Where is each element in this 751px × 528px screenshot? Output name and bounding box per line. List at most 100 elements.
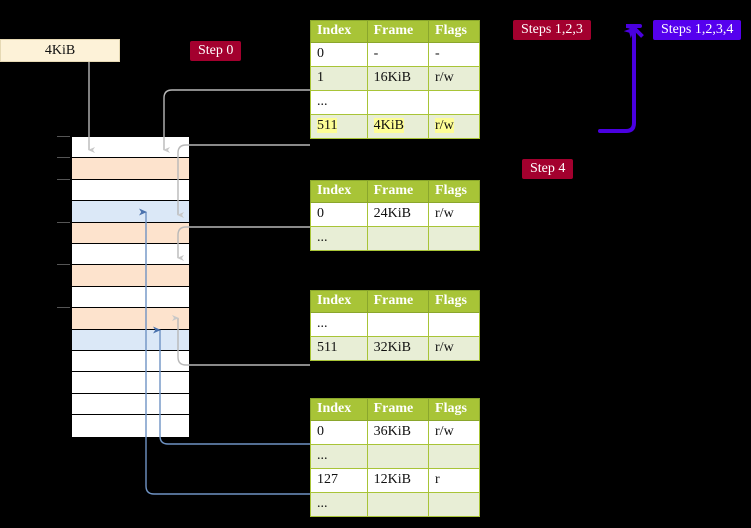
wire-t0-row511-to-memory (177, 144, 310, 218)
cell-text: r/w (435, 70, 454, 85)
column-header-flags: Flags (428, 180, 480, 203)
cell-text: r/w (435, 118, 454, 133)
cell-text: 1 (317, 70, 324, 85)
cell-text: 32KiB (373, 340, 411, 355)
memory-scale-tick (57, 157, 70, 159)
badge-label: Step 0 (198, 43, 234, 58)
table-cell (366, 226, 430, 251)
table-cell: ... (310, 226, 368, 251)
table-cell: 36KiB (366, 420, 430, 445)
table-cell: - (366, 42, 430, 67)
table-row[interactable]: ... (310, 226, 480, 251)
table-cell: 1 (310, 66, 368, 91)
memory-frame-row (72, 329, 189, 351)
table-cell: 4KiB (366, 114, 430, 139)
memory-frame-row (72, 137, 189, 159)
column-header-frame: Frame (366, 180, 430, 203)
cell-text: ... (317, 230, 328, 245)
cell-text: 4KiB (373, 118, 404, 133)
table-row[interactable]: 1 16KiB r/w (310, 66, 480, 91)
cell-text: 16KiB (373, 70, 411, 85)
table-cell: r (428, 468, 480, 493)
memory-scale-tick (57, 307, 70, 309)
table-row[interactable]: 0 36KiB r/w (310, 420, 480, 445)
memory-frame-row (72, 393, 189, 416)
table-cell (428, 492, 480, 517)
cell-text: 511 (317, 118, 338, 133)
table-cell (428, 226, 480, 251)
memory-frame-row (72, 286, 189, 309)
column-header-index: Index (310, 180, 368, 203)
table-cell: r/w (428, 202, 480, 227)
cell-text: 0 (317, 424, 324, 439)
cell-text: ... (317, 316, 328, 331)
cell-text: 0 (317, 46, 324, 61)
memory-scale-tick (57, 178, 70, 180)
memory-frame-row (72, 372, 189, 394)
memory-scale-tick (57, 264, 70, 266)
table-row[interactable]: 511 4KiB r/w (310, 114, 480, 139)
table-cell: ... (310, 90, 368, 115)
table-cell: 0 (310, 202, 368, 227)
table-row[interactable]: ... (310, 492, 480, 517)
virtual-page-4kib-box: 4KiB (0, 39, 120, 62)
table-cell: ... (310, 312, 368, 337)
wire-t1-row0-to-memory (177, 226, 310, 261)
cell-text: 12KiB (373, 472, 411, 487)
table-cell: 12KiB (366, 468, 430, 493)
table-cell (366, 444, 430, 469)
column-header-flags: Flags (428, 290, 480, 313)
step-1234-badge: Steps 1,2,3,4 (653, 20, 742, 40)
cell-text: ... (317, 94, 328, 109)
cell-text: ... (317, 448, 328, 463)
column-header-index: Index (310, 290, 368, 313)
physical-memory-column (71, 136, 190, 437)
table-row[interactable]: ... (310, 444, 480, 469)
step-123-badge: Steps 1,2,3 (513, 20, 591, 40)
table-row[interactable]: 511 32KiB r/w (310, 336, 480, 361)
memory-frame-row (72, 308, 189, 330)
table-cell (366, 312, 430, 337)
column-header-frame: Frame (366, 290, 430, 313)
column-header-flags: Flags (428, 20, 480, 43)
cell-text: r (435, 472, 440, 487)
table-cell: ... (310, 444, 368, 469)
memory-frame-row (72, 158, 189, 180)
table-cell: 511 (310, 336, 368, 361)
step-0-badge: Step 0 (190, 41, 242, 61)
wire-t2-row511-to-memory (172, 315, 310, 366)
table-cell: ... (310, 492, 368, 517)
table-cell: r/w (428, 114, 480, 139)
table-cell: 24KiB (366, 202, 430, 227)
step-4-badge: Step 4 (522, 159, 574, 179)
badge-label: Steps 1,2,3,4 (661, 22, 734, 37)
cell-text: 36KiB (373, 424, 411, 439)
table-cell: 0 (310, 420, 368, 445)
column-header-index: Index (310, 398, 368, 421)
cell-text: 511 (317, 340, 338, 355)
table-cell: r/w (428, 336, 480, 361)
cell-text: 24KiB (373, 206, 411, 221)
table-cell: 511 (310, 114, 368, 139)
table-cell: 16KiB (366, 66, 430, 91)
table-row[interactable]: ... (310, 90, 480, 115)
table-cell: 32KiB (366, 336, 430, 361)
cell-text: - (373, 46, 379, 61)
table-row[interactable]: ... (310, 312, 480, 337)
table-cell (428, 444, 480, 469)
table-cell: r/w (428, 420, 480, 445)
column-header-flags: Flags (428, 398, 480, 421)
table-cell (428, 312, 480, 337)
table-cell (428, 90, 480, 115)
table-row[interactable]: 0 - - (310, 42, 480, 67)
table-cell: 0 (310, 42, 368, 67)
table-cell: - (428, 42, 480, 67)
cell-text: 0 (317, 206, 324, 221)
table-row[interactable]: 0 24KiB r/w (310, 202, 480, 227)
